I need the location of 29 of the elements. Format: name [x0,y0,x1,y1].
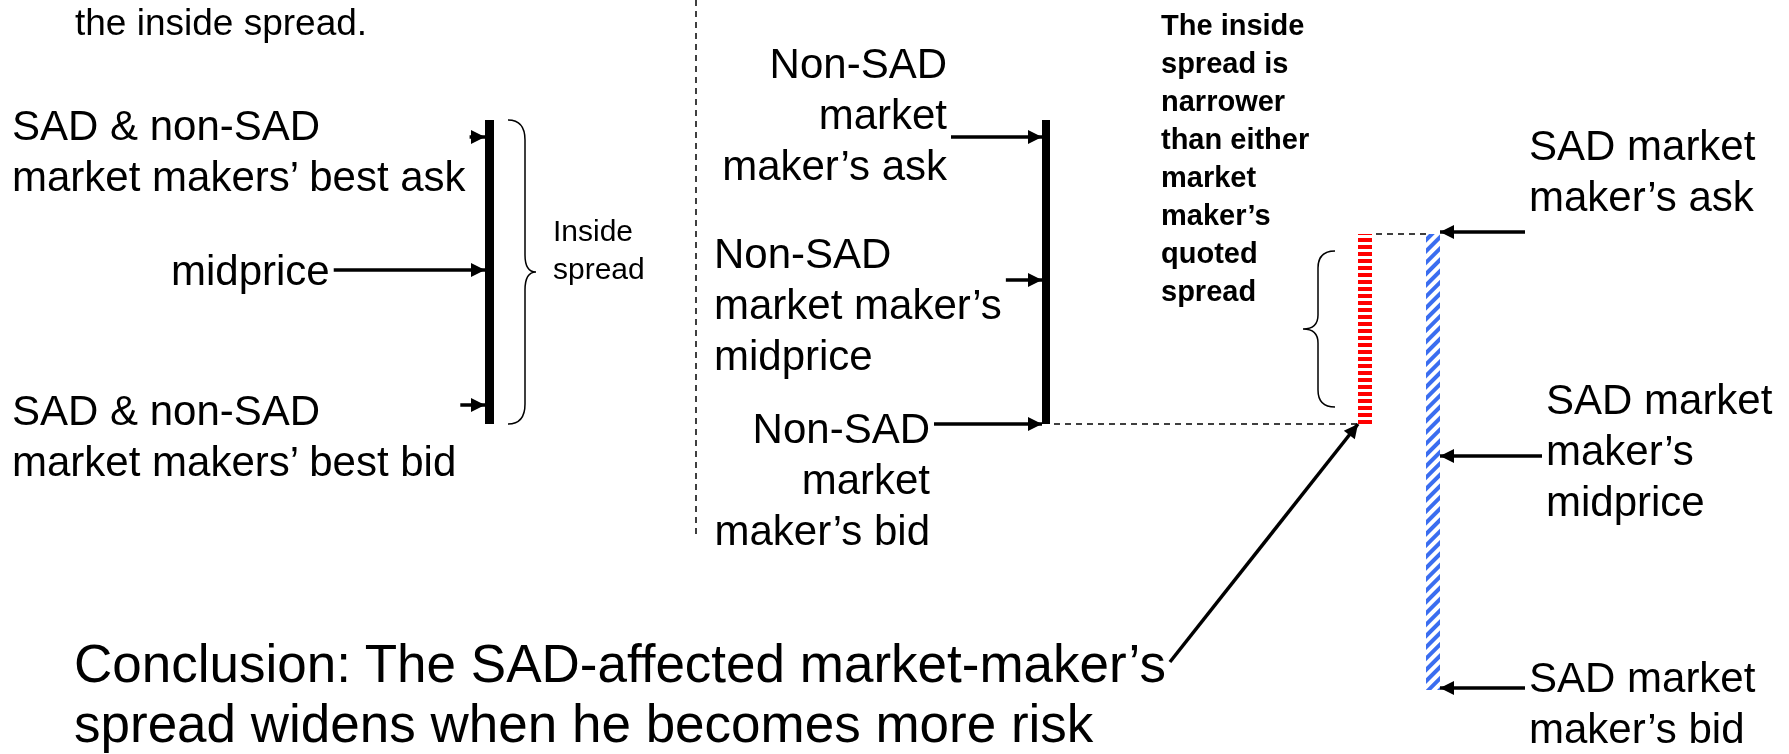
price-range-bar [1042,120,1050,424]
arrow [934,417,1042,431]
arrow [951,130,1042,144]
conclusion-text: Conclusion: The SAD-affected market-maker’s spread widens when he becomes more risk [74,634,1166,754]
price-label: SAD market maker’s bid [1529,652,1756,754]
price-label: Non-SAD market maker’s midprice [714,228,1002,381]
caption-text: the inside spread. [75,1,368,45]
price-label: SAD market maker’s ask [1529,120,1756,222]
dashed-line [1375,233,1427,235]
arrow [1440,449,1542,463]
price-range-bar [1426,234,1440,690]
price-label: SAD & non-SAD market makers’ best ask [12,100,466,202]
arrow [1440,681,1525,695]
price-label: SAD & non-SAD market makers’ best bid [12,385,457,487]
dashed-line [1053,423,1359,425]
arrow [1005,273,1042,287]
price-label: Non-SAD market maker’s bid [714,403,930,556]
price-label: midprice [171,245,330,296]
arrow [333,263,485,277]
price-range-bar [1358,234,1372,424]
annotation-text: The inside spread is narrower than either market maker’s quoted spread [1161,8,1310,309]
arrow [469,130,485,144]
annotation-text: Inside spread [553,213,645,287]
arrow [1440,225,1525,239]
price-label: SAD market maker’s midprice [1546,374,1773,527]
price-label: Non-SAD market maker’s ask [722,38,947,191]
arrow [460,398,485,412]
price-range-bar [485,120,494,424]
arrow [1168,422,1360,664]
